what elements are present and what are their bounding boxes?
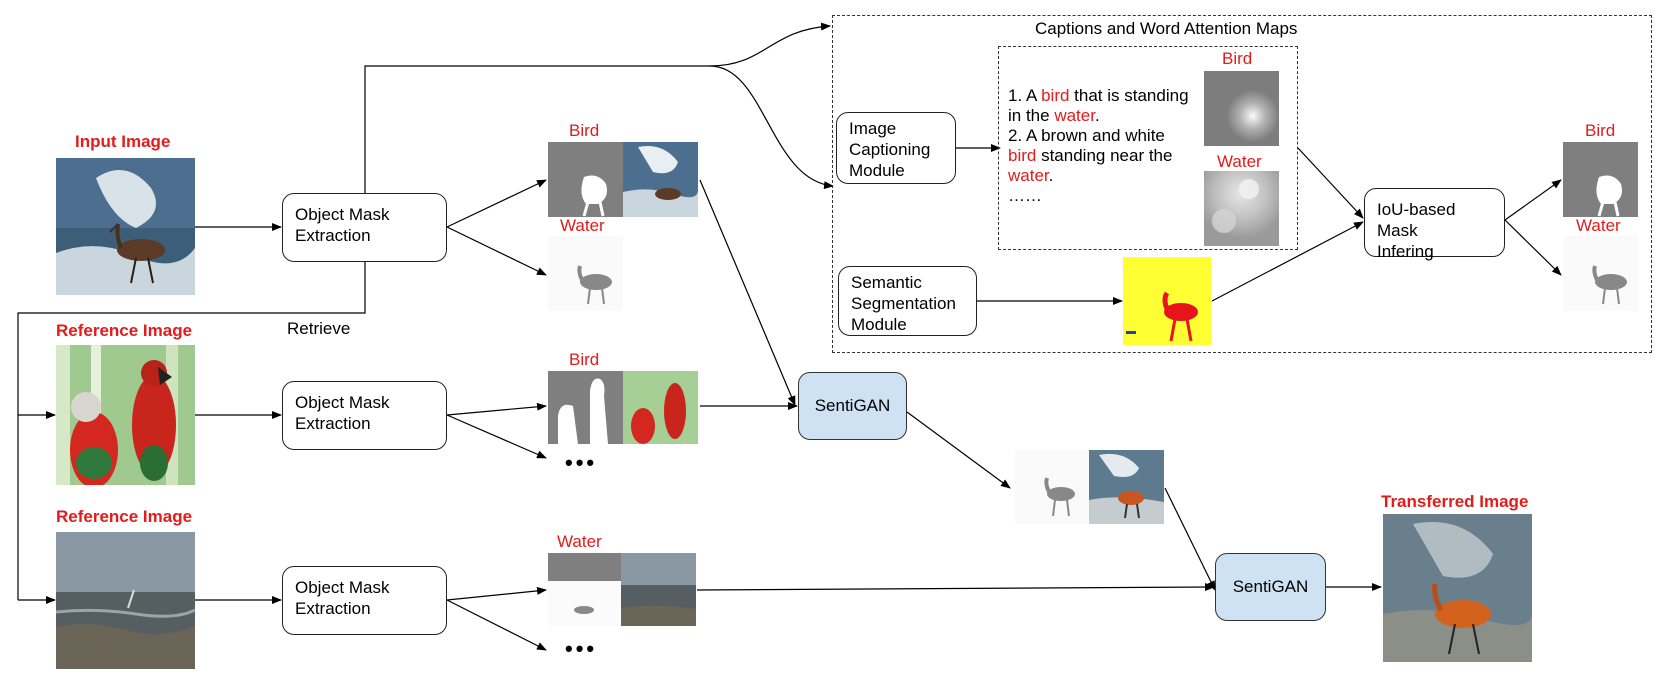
water-label-1: Water bbox=[560, 216, 605, 235]
more-masks-dots-1: ••• bbox=[565, 450, 598, 475]
caption-box bbox=[998, 46, 1298, 250]
attention-map-water bbox=[1204, 171, 1279, 246]
region-title: Captions and Word Attention Maps bbox=[1035, 19, 1298, 38]
object-mask-extraction-1: Object Mask Extraction bbox=[282, 193, 447, 262]
reference-image-title-1: Reference Image bbox=[56, 321, 193, 340]
bird-label-1: Bird bbox=[569, 121, 600, 140]
output-bird-mask bbox=[1563, 142, 1638, 217]
sentigan-1: SentiGAN bbox=[798, 372, 907, 440]
transferred-image bbox=[1383, 514, 1532, 662]
segmentation-map bbox=[1123, 257, 1211, 345]
reference-image-1 bbox=[56, 345, 195, 485]
attention-water-label: Water bbox=[1217, 152, 1262, 171]
intermediate-water-mask bbox=[1015, 450, 1089, 524]
caption-text: 1. A bird that is standing in the water.… bbox=[1008, 86, 1189, 205]
output-water-label: Water bbox=[1576, 216, 1621, 235]
input-image-thumb-1 bbox=[623, 142, 698, 217]
water-mask-1 bbox=[548, 236, 623, 311]
retrieve-label: Retrieve bbox=[287, 319, 351, 338]
bird-mask-1 bbox=[548, 142, 623, 217]
object-mask-extraction-3: Object Mask Extraction bbox=[282, 566, 447, 635]
output-bird-label: Bird bbox=[1585, 121, 1616, 140]
captions-attention-region bbox=[832, 15, 1652, 353]
sentigan-2: SentiGAN bbox=[1215, 553, 1326, 621]
more-masks-dots-2: ••• bbox=[565, 636, 598, 661]
semantic-segmentation-module: Semantic Segmentation Module bbox=[838, 266, 977, 336]
bird-mask-2 bbox=[548, 371, 623, 444]
transferred-image-title: Transferred Image bbox=[1381, 492, 1529, 511]
attention-map-bird bbox=[1204, 71, 1279, 146]
input-image bbox=[56, 158, 195, 295]
attention-bird-label: Bird bbox=[1222, 49, 1253, 68]
input-image-title: Input Image bbox=[75, 132, 171, 151]
water-label-3: Water bbox=[557, 532, 602, 551]
image-captioning-module: Image Captioning Module bbox=[836, 112, 956, 184]
reference-image-thumb-2 bbox=[621, 553, 696, 626]
iou-based-mask-infering: IoU-based Mask Infering bbox=[1364, 188, 1505, 261]
reference-image-2 bbox=[56, 532, 195, 669]
intermediate-result-image bbox=[1089, 450, 1164, 524]
reference-image-thumb-1 bbox=[623, 371, 698, 444]
output-water-mask bbox=[1563, 236, 1638, 311]
bird-label-2: Bird bbox=[569, 350, 600, 369]
object-mask-extraction-2: Object Mask Extraction bbox=[282, 381, 447, 450]
water-mask-3 bbox=[548, 553, 621, 626]
reference-image-title-2: Reference Image bbox=[56, 507, 193, 526]
